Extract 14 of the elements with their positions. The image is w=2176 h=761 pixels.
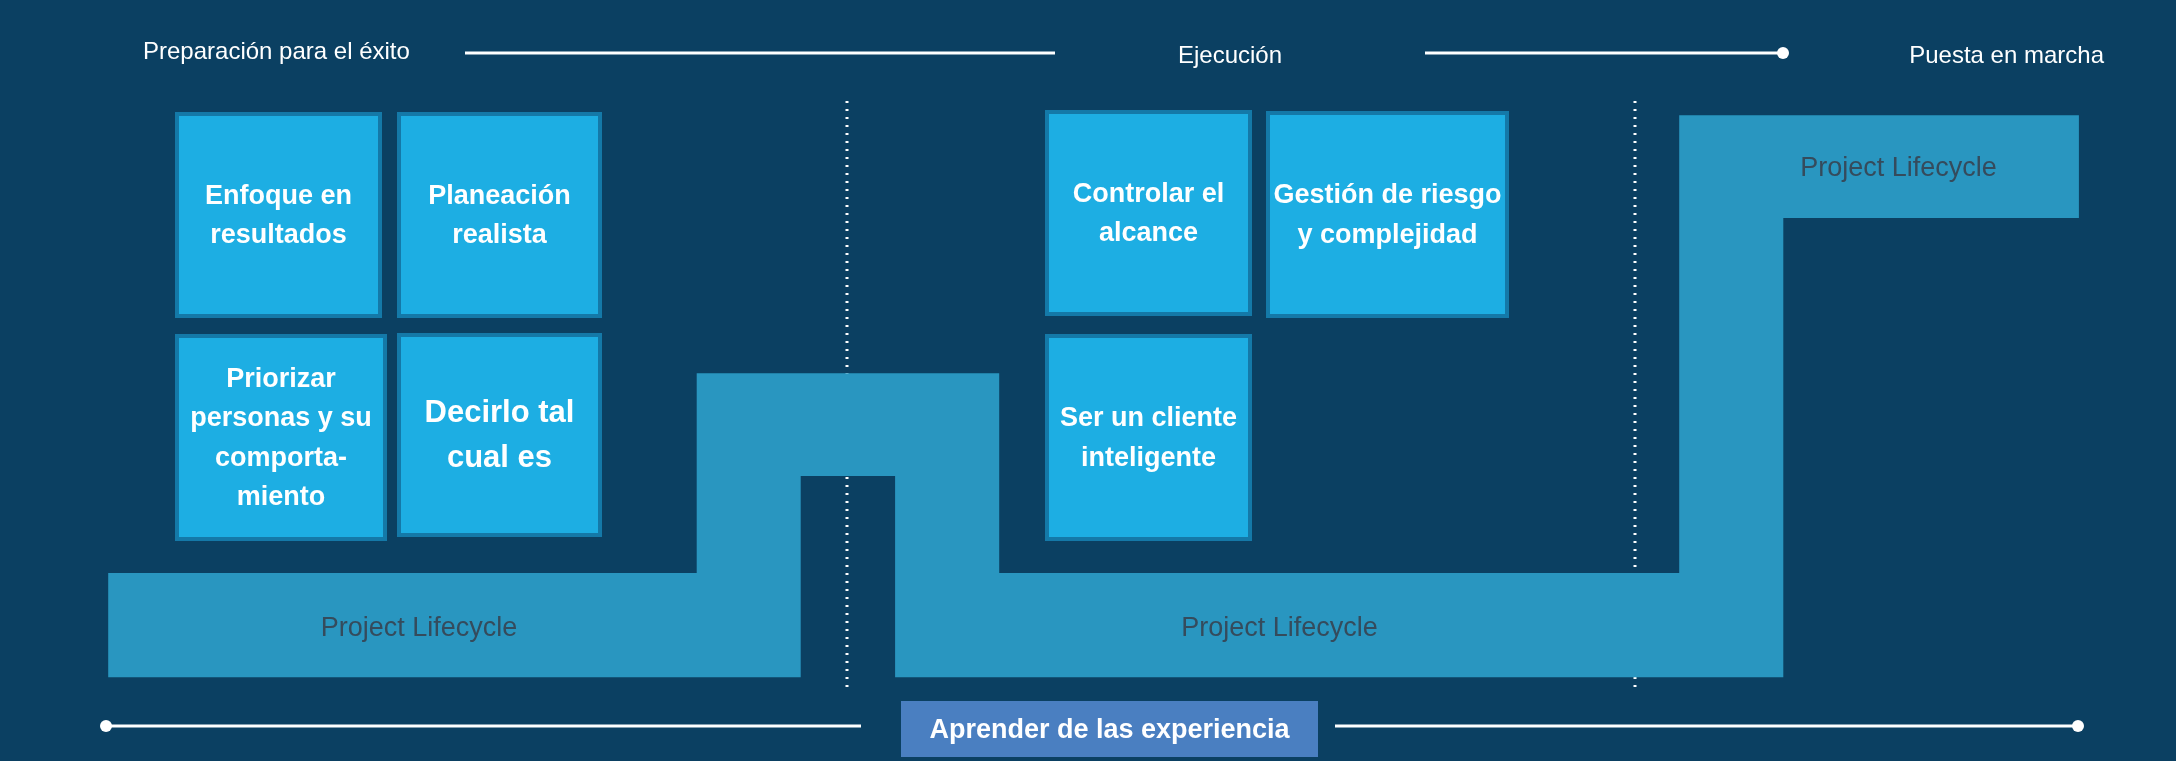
phase-label: Ejecución — [1177, 41, 1283, 69]
principle-box: Decirlo tal cual es — [397, 333, 602, 537]
principle-box: Planeación realista — [397, 112, 602, 318]
principle-box: Gestión de riesgo y complejidad — [1266, 111, 1509, 318]
phase-label: Preparación para el éxito — [143, 37, 410, 65]
principle-box: Controlar el alcance — [1045, 110, 1252, 316]
band-label: Project Lifecycle — [1800, 151, 1997, 182]
principle-box: Ser un cliente inteligente — [1045, 334, 1252, 541]
principle-box: Enfoque en resultados — [175, 112, 382, 318]
principle-box: Priorizar personas y su comporta- miento — [175, 334, 387, 541]
banner-label: Aprender de las experiencia — [901, 701, 1318, 757]
phase-label: Puesta en marcha — [1909, 41, 2104, 69]
band-label: Project Lifecycle — [320, 611, 518, 643]
band-label: Project Lifecycle — [1181, 611, 1378, 643]
